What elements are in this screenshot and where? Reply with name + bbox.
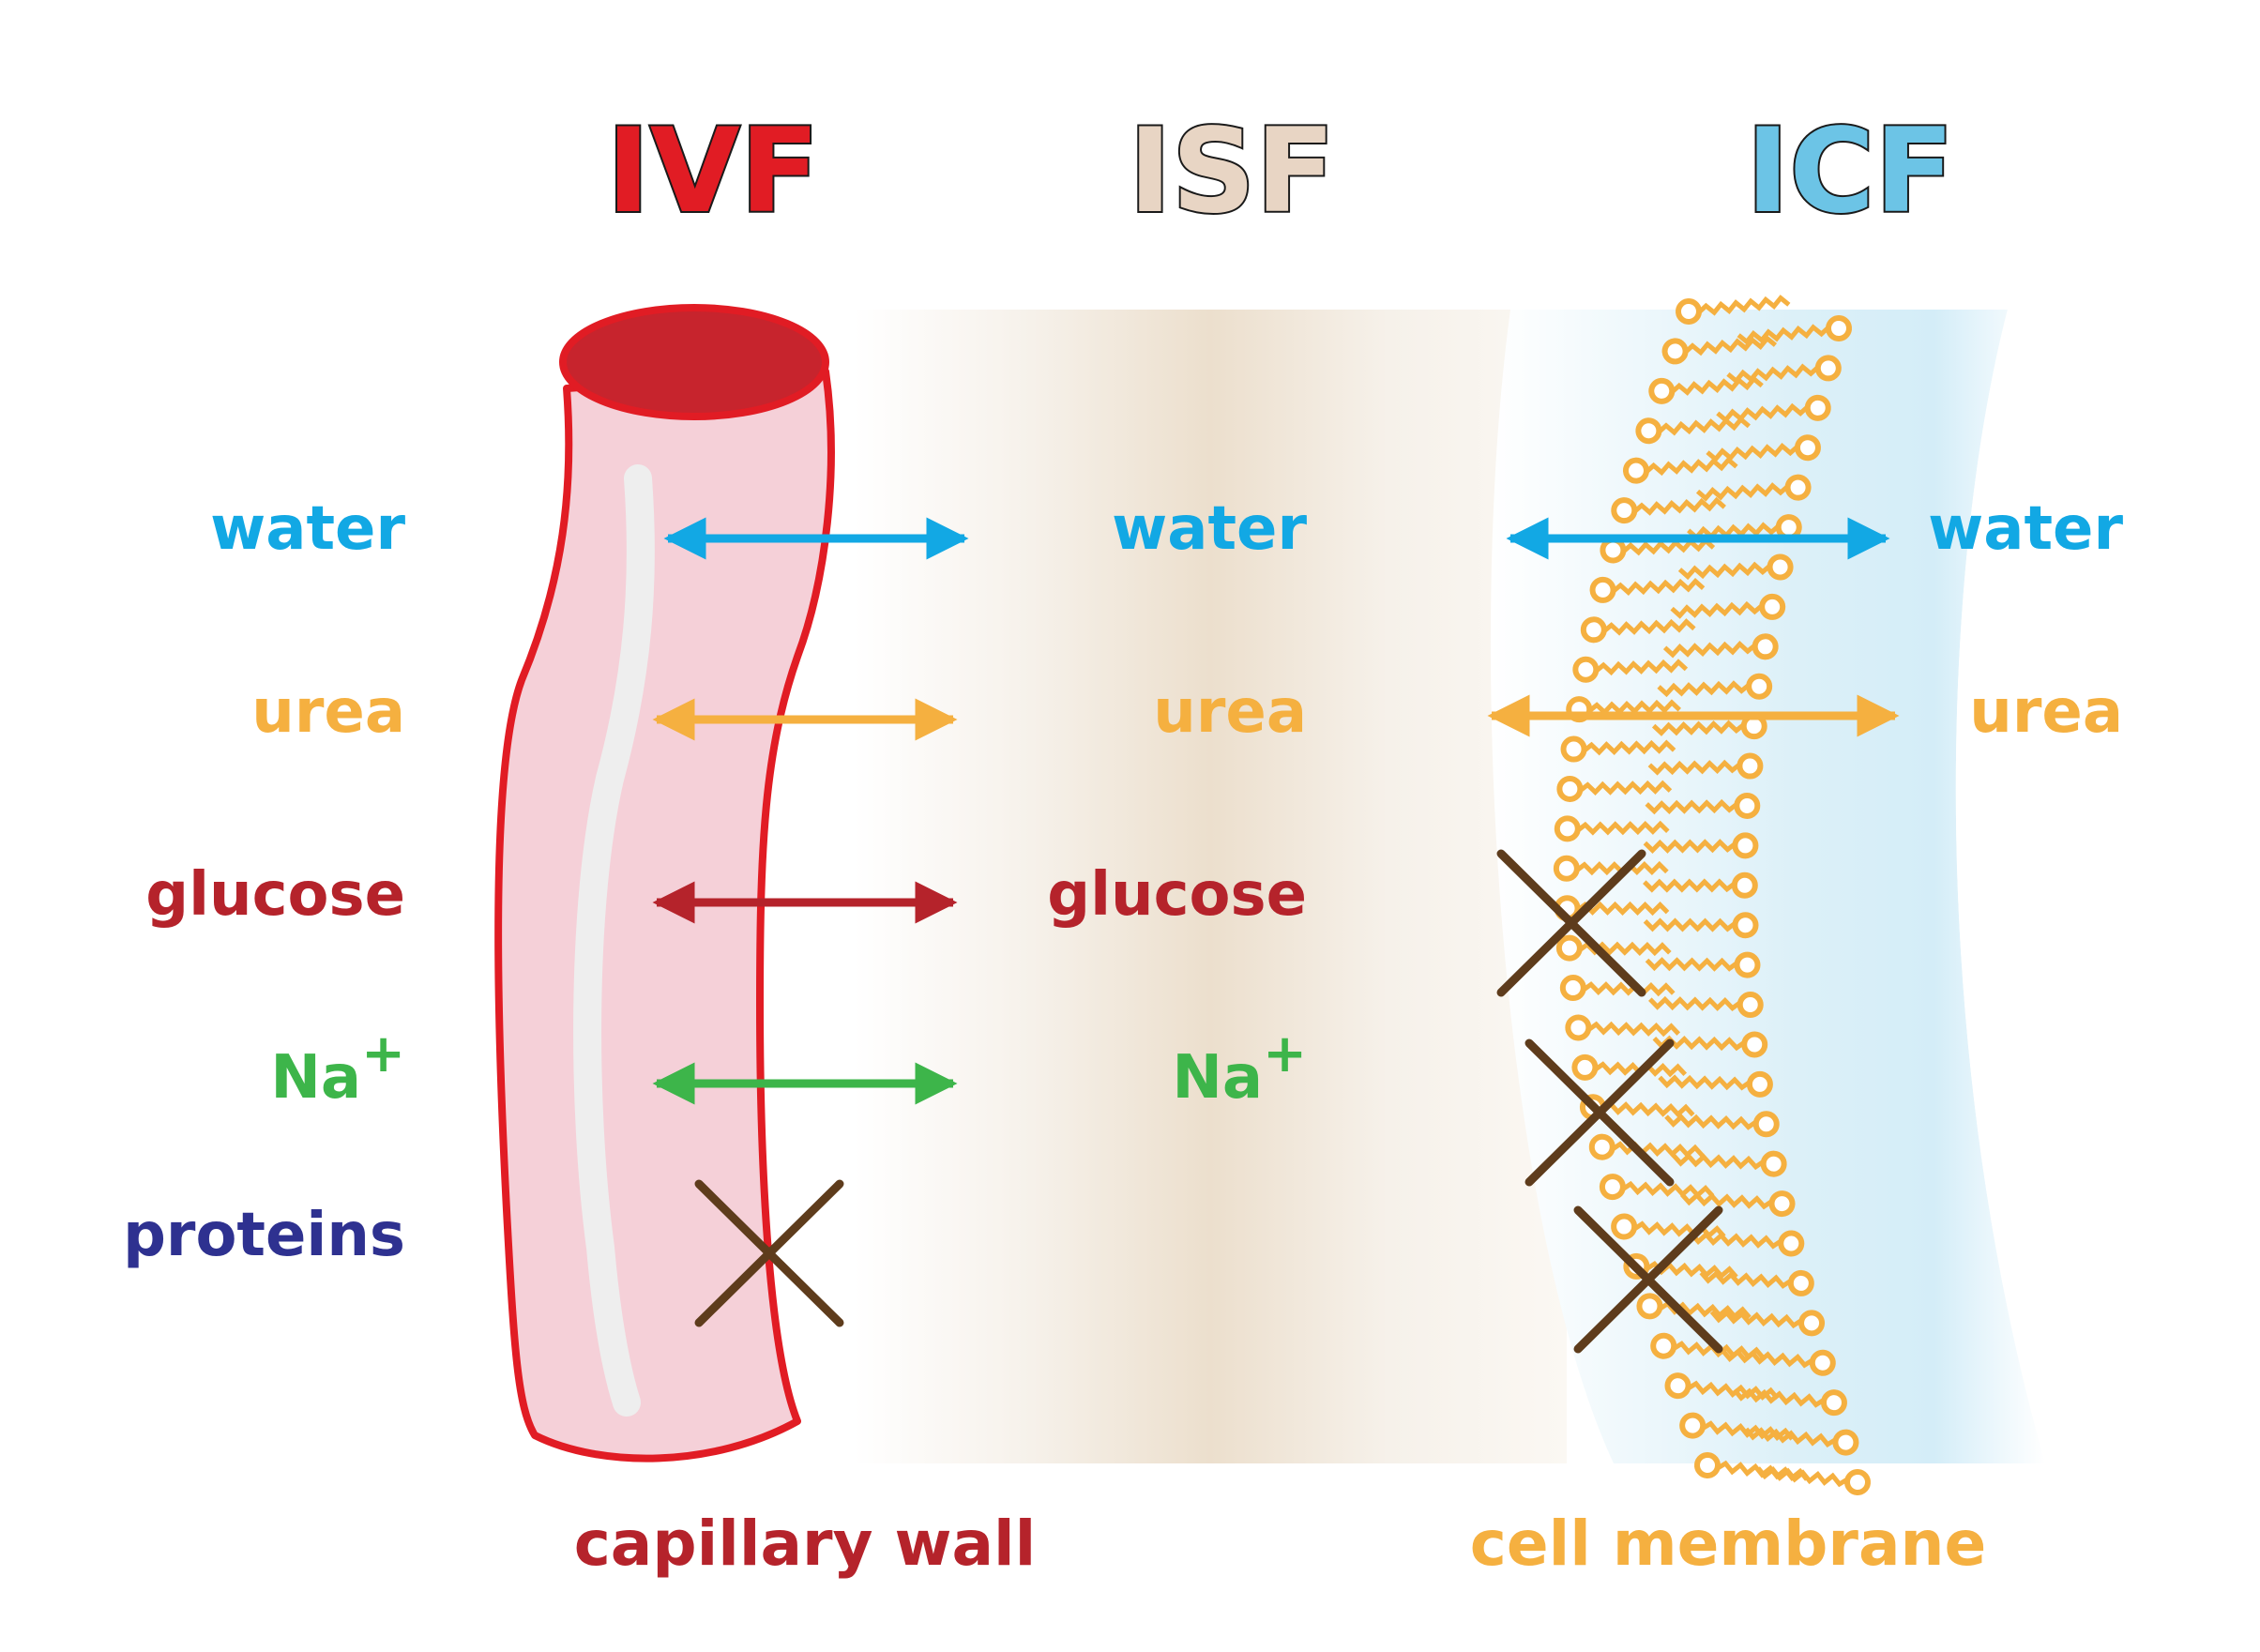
middle-urea-label: urea (1153, 677, 1307, 747)
left-water-label: water (210, 494, 405, 564)
middle-water-label: water (1112, 494, 1307, 564)
sodium-blocked-mark (1524, 1038, 1675, 1187)
icf-region (1490, 310, 2045, 1463)
capillary-wall-caption: capillary wall (574, 1508, 1037, 1580)
middle-glucose-label: glucose (1047, 860, 1307, 930)
capillary-opening (559, 304, 829, 420)
left-sodium-label: Na+ (270, 1023, 405, 1113)
icf-header: ICF (1746, 104, 1954, 239)
isf-header: ISF (1129, 104, 1335, 239)
left-glucose-label: glucose (145, 860, 405, 930)
ivf-header: IVF (607, 104, 820, 239)
glucose-blocked-mark (1496, 849, 1646, 997)
right-water-label: water (1928, 494, 2123, 564)
capillary-vessel (494, 304, 835, 1463)
capillary-highlight (573, 464, 655, 1417)
cell-membrane-caption: cell membrane (1470, 1508, 1987, 1580)
proteins-blocked-mark (694, 1179, 844, 1327)
proteins-membrane-blocked-mark (1573, 1205, 1723, 1354)
icf-boundary (1955, 310, 2120, 1463)
left-proteins-label: proteins (123, 1201, 405, 1270)
middle-sodium-label: Na+ (1172, 1023, 1307, 1113)
phospholipid-inner (1756, 1462, 1869, 1493)
isf-band (854, 310, 1567, 1463)
right-urea-label: urea (1969, 677, 2123, 747)
left-urea-label: urea (251, 677, 405, 747)
